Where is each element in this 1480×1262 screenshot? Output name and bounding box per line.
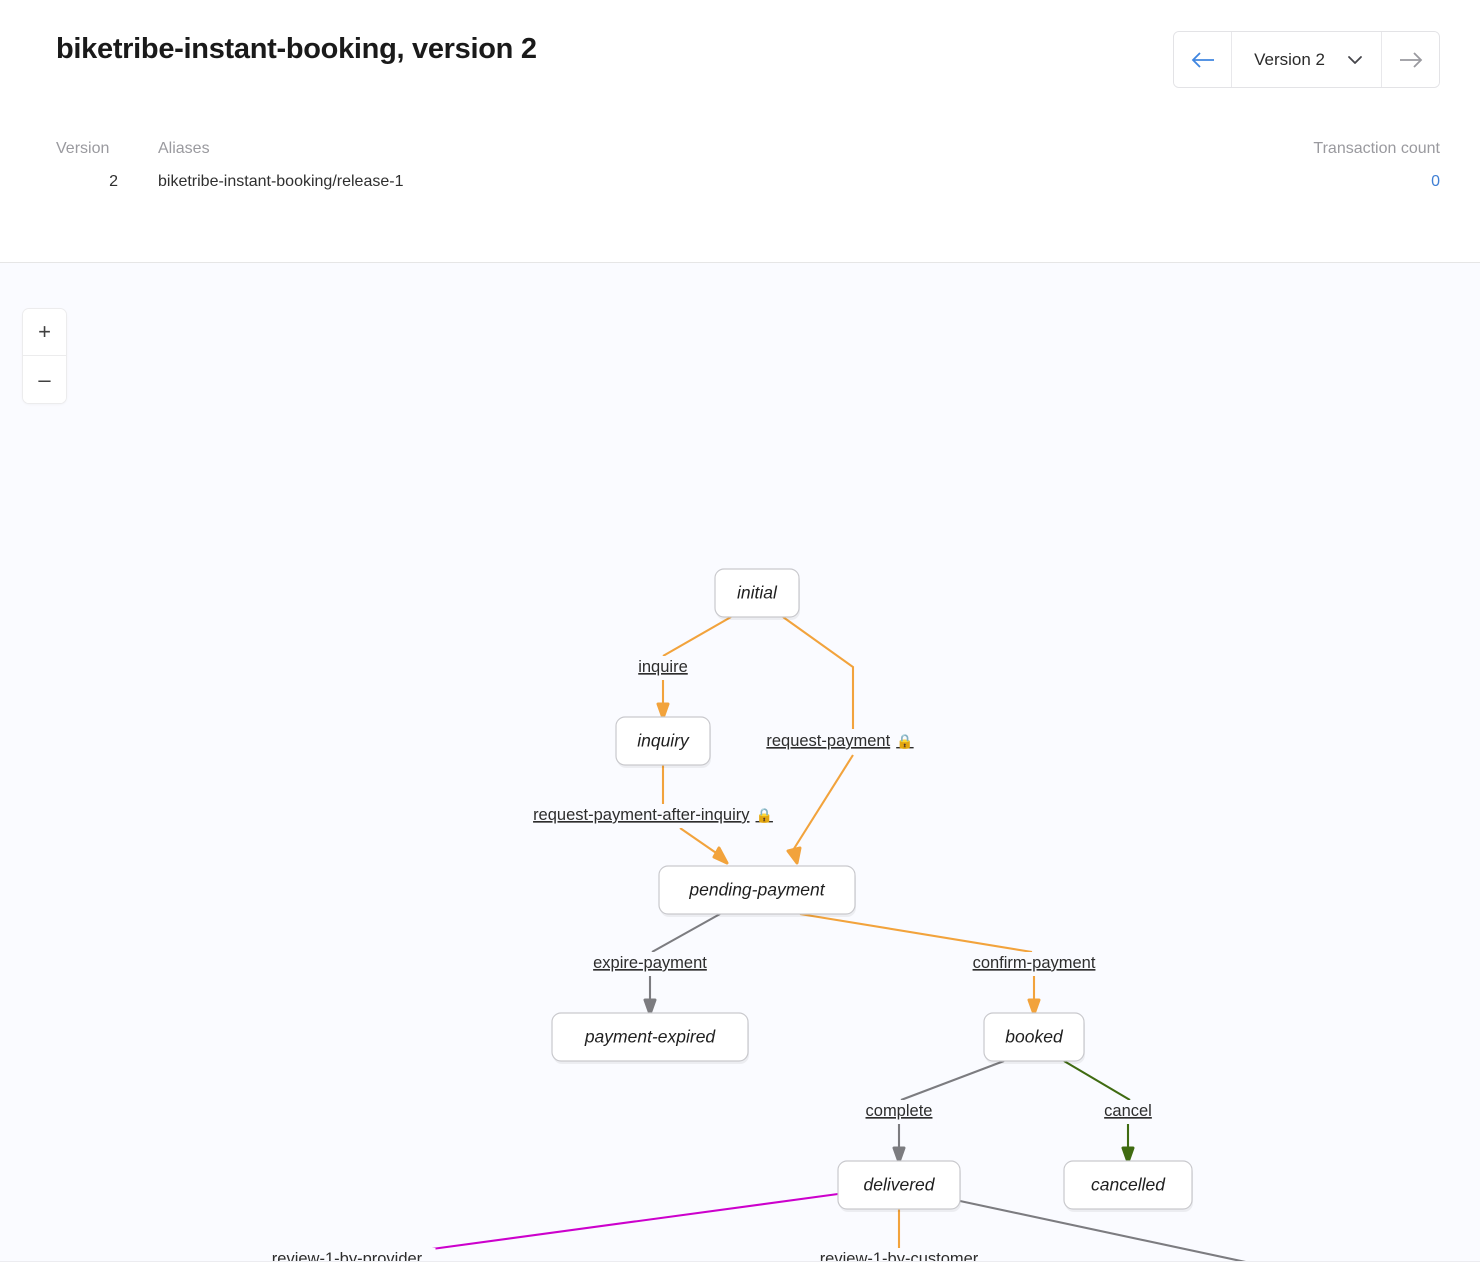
version-meta-table: Version Aliases Transaction count 2 bike… <box>56 140 1440 191</box>
svg-text:inquire: inquire <box>638 658 688 676</box>
edge-label-review-1-by-provider[interactable]: review-1-by-provider <box>258 1248 436 1262</box>
edge-label-expire-payment[interactable]: expire-payment <box>587 952 713 976</box>
edge-expire-payment <box>643 913 721 1016</box>
column-header-transaction-count: Transaction count <box>1313 140 1440 157</box>
edge-review-1-by-provider <box>431 1192 839 1251</box>
arrow-right-icon <box>1399 51 1422 68</box>
state-node-pending-payment[interactable]: pending-payment <box>658 865 856 917</box>
edge-inquire <box>656 616 732 720</box>
svg-text:expire-payment: expire-payment <box>593 954 707 972</box>
edge-label-complete[interactable]: complete <box>861 1100 937 1124</box>
cell-transaction-count-link[interactable]: 0 <box>1431 173 1440 190</box>
column-header-aliases: Aliases <box>158 140 210 157</box>
state-node-label: inquiry <box>637 731 690 751</box>
version-select-label: Version 2 <box>1254 49 1325 69</box>
edge-label-cancel[interactable]: cancel <box>1099 1100 1157 1124</box>
svg-text:confirm-payment: confirm-payment <box>973 954 1096 972</box>
edge-label-review-1-by-customer[interactable]: review-1-by-customer <box>810 1248 988 1262</box>
state-node-label: cancelled <box>1091 1175 1166 1195</box>
svg-text:review-1-by-customer: review-1-by-customer <box>820 1250 979 1262</box>
svg-text:request-payment-after-inquiry�: request-payment-after-inquiry🔒 <box>533 806 773 824</box>
edge-request-payment-after-inquiry <box>661 765 729 865</box>
state-node-label: delivered <box>863 1175 935 1195</box>
svg-text:complete: complete <box>866 1102 933 1120</box>
edge-label-request-payment-after-inquiry[interactable]: request-payment-after-inquiry🔒 <box>516 804 790 828</box>
table-header-row: Version Aliases Transaction count <box>56 140 1440 158</box>
cell-alias: biketribe-instant-booking/release-1 <box>158 173 404 190</box>
edge-label-request-payment[interactable]: request-payment🔒 <box>762 730 918 754</box>
previous-version-button[interactable] <box>1174 32 1233 87</box>
svg-text:review-1-by-provider: review-1-by-provider <box>272 1250 423 1262</box>
svg-text:cancel: cancel <box>1104 1102 1152 1120</box>
chevron-down-icon <box>1348 55 1362 64</box>
state-node-booked[interactable]: booked <box>983 1012 1085 1064</box>
state-node-label: payment-expired <box>584 1027 717 1047</box>
column-header-version: Version <box>56 140 110 157</box>
zoom-in-button[interactable]: + <box>23 309 66 356</box>
edge-label-confirm-payment[interactable]: confirm-payment <box>966 952 1102 976</box>
zoom-out-button[interactable]: – <box>23 356 66 403</box>
zoom-controls: + – <box>22 308 67 404</box>
state-node-label: pending-payment <box>688 880 825 900</box>
edge-cancel <box>1063 1060 1135 1164</box>
state-node-delivered[interactable]: delivered <box>837 1160 961 1212</box>
edge-complete <box>892 1060 1005 1164</box>
state-node-cancelled[interactable]: cancelled <box>1063 1160 1193 1212</box>
edge-confirm-payment <box>799 912 1041 1016</box>
state-node-label: initial <box>737 583 778 603</box>
cell-version: 2 <box>109 173 118 190</box>
state-diagram-canvas[interactable]: inquire request-payment🔒 request-payment-a… <box>0 263 1480 1262</box>
svg-text:request-payment🔒: request-payment🔒 <box>766 732 913 750</box>
state-machine-graph: inquire request-payment🔒 request-payment-a… <box>258 568 1251 1262</box>
edge-expire-review-period <box>959 1199 1251 1262</box>
state-node-initial[interactable]: initial <box>714 568 800 620</box>
state-node-inquiry[interactable]: inquiry <box>615 716 711 768</box>
state-node-payment-expired[interactable]: payment-expired <box>551 1012 749 1064</box>
page-title: biketribe-instant-booking, version 2 <box>56 33 537 65</box>
version-select[interactable]: Version 2 <box>1232 32 1381 87</box>
next-version-button[interactable] <box>1381 32 1439 87</box>
table-row: 2 biketribe-instant-booking/release-1 0 <box>56 173 1440 191</box>
arrow-left-icon <box>1191 51 1214 68</box>
edge-label-inquire[interactable]: inquire <box>630 656 696 680</box>
page-header: biketribe-instant-booking, version 2 Ver… <box>0 0 1480 263</box>
edge-request-payment <box>782 616 855 865</box>
version-switcher: Version 2 <box>1173 31 1440 88</box>
state-node-label: booked <box>1005 1027 1064 1047</box>
edge-review-1-by-customer <box>897 1209 901 1248</box>
